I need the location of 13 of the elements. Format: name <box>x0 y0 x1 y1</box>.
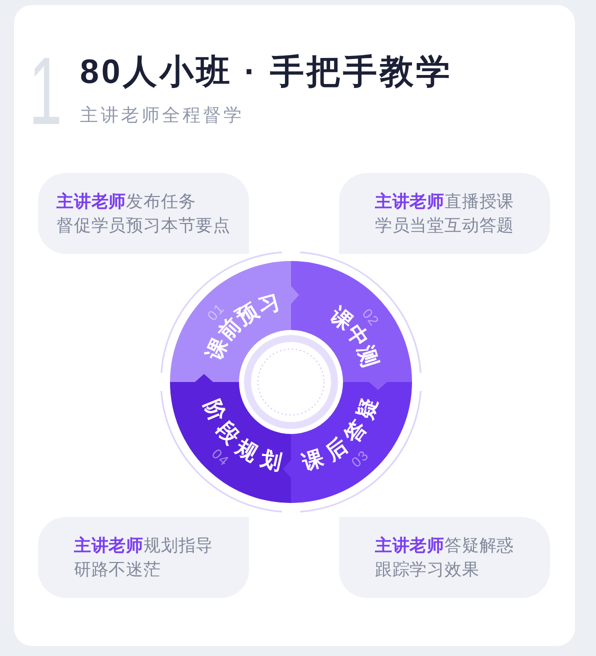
description-text: 跟踪学习效果 <box>374 558 480 582</box>
description-text: 督促学员预习本节要点 <box>56 214 230 238</box>
description-text: 学员当堂互动答题 <box>374 214 514 238</box>
arrow <box>291 286 299 304</box>
description-text: 主讲老师规划指导 <box>74 534 214 558</box>
description-text: 研路不迷茫 <box>74 558 161 582</box>
description-text: 主讲老师发布任务 <box>56 190 196 214</box>
subtitle: 主讲老师全程督学 <box>80 104 244 128</box>
description-text: 主讲老师答疑解惑 <box>374 534 514 558</box>
title: 80人小班 · 手把手教学 <box>80 52 453 92</box>
arrow <box>195 374 213 382</box>
arrow <box>369 382 387 390</box>
description-text: 主讲老师直播授课 <box>374 190 514 214</box>
